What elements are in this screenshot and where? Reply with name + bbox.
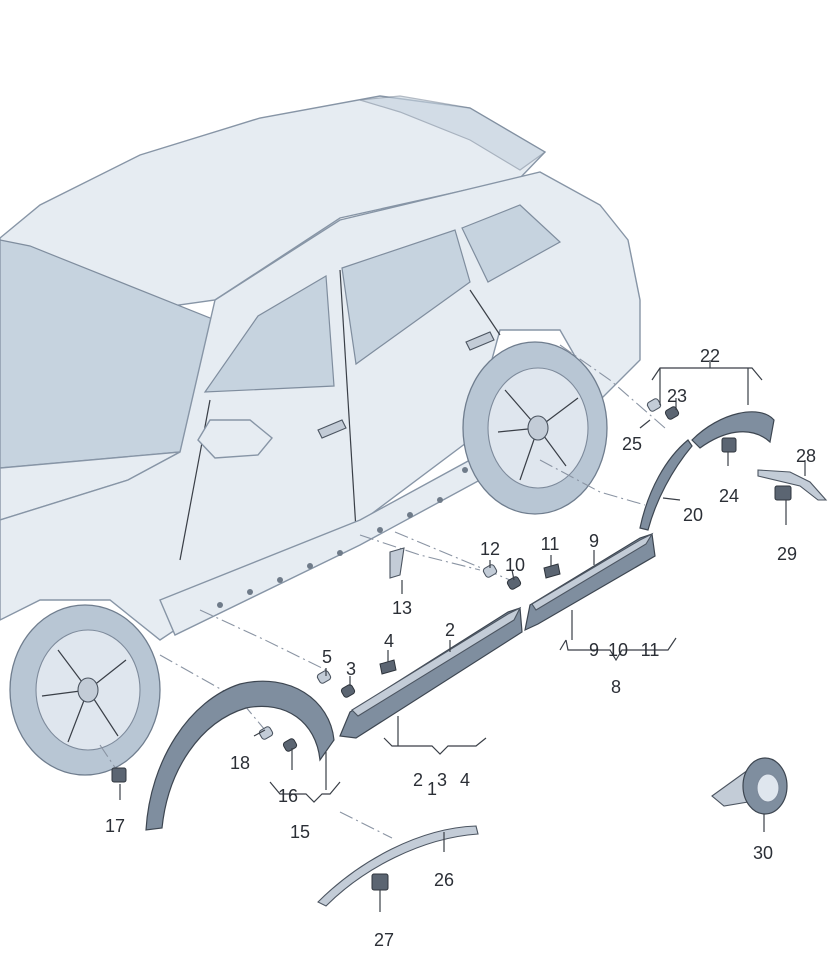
callout-27: 27 [374, 930, 394, 950]
callout-18: 18 [230, 753, 250, 773]
part-18-fasteners[interactable] [258, 726, 298, 753]
callout-10: 10 [505, 555, 525, 575]
callout-17: 17 [105, 816, 125, 836]
callout-30: 30 [753, 843, 773, 863]
part-26-trim-strip[interactable] [317, 825, 479, 907]
group-234-item-3: 3 [437, 770, 447, 790]
part-20-arch-trim-strip[interactable] [639, 439, 693, 531]
part-27-clip[interactable] [371, 873, 389, 891]
callout-15: 15 [290, 822, 310, 842]
callout-1: 1 [427, 779, 437, 799]
callout-24: 24 [719, 486, 739, 506]
part-11-clip[interactable] [543, 563, 561, 579]
part-17-clip[interactable] [111, 767, 127, 783]
part-10-12-fasteners[interactable] [482, 564, 522, 591]
group-234-item-4: 4 [460, 770, 470, 790]
callout-5: 5 [322, 647, 332, 667]
callout-29: 29 [777, 544, 797, 564]
part-24-clip[interactable] [721, 437, 737, 453]
vehicle-illustration [0, 95, 641, 776]
part-4-clip[interactable] [379, 659, 397, 675]
part-30-adhesive-tape-roll[interactable] [711, 757, 788, 815]
callout-2: 2 [445, 620, 455, 640]
part-13-bracket[interactable] [389, 547, 405, 579]
group-91011-item-11: 11 [641, 640, 660, 660]
callout-9: 9 [589, 531, 599, 551]
group-234-item-2: 2 [413, 770, 423, 790]
callout-13: 13 [392, 598, 412, 618]
callout-11: 11 [541, 534, 560, 554]
part-2-rocker-trim-front[interactable] [339, 606, 523, 739]
part-28-trim-piece[interactable] [757, 469, 828, 501]
part-9-rocker-trim-rear[interactable] [524, 532, 656, 632]
callout-8: 8 [611, 677, 621, 697]
callout-22: 22 [700, 346, 720, 366]
callout-4: 4 [384, 631, 394, 651]
group-91011-item-10: 10 [608, 640, 628, 660]
rocker-mount-holes [217, 467, 468, 608]
part-29-clip[interactable] [774, 485, 792, 501]
callout-3: 3 [346, 659, 356, 679]
callout-23: 23 [667, 386, 687, 406]
callout-25: 25 [622, 434, 642, 454]
callout-labels: 22 23 25 28 24 20 29 12 11 9 10 13 4 2 5… [105, 346, 816, 950]
callout-16: 16 [278, 786, 298, 806]
part-16-wheel-arch-trim-front[interactable] [145, 680, 335, 831]
group-91011-item-9: 9 [589, 640, 599, 660]
callout-12: 12 [480, 539, 500, 559]
part-3-5-fasteners[interactable] [316, 670, 356, 699]
leader-lines [119, 360, 806, 912]
callout-20: 20 [683, 505, 703, 525]
part-23-25-fasteners[interactable] [646, 398, 680, 421]
part-22-wheel-arch-trim-rear[interactable] [691, 411, 775, 449]
callout-26: 26 [434, 870, 454, 890]
callout-28: 28 [796, 446, 816, 466]
